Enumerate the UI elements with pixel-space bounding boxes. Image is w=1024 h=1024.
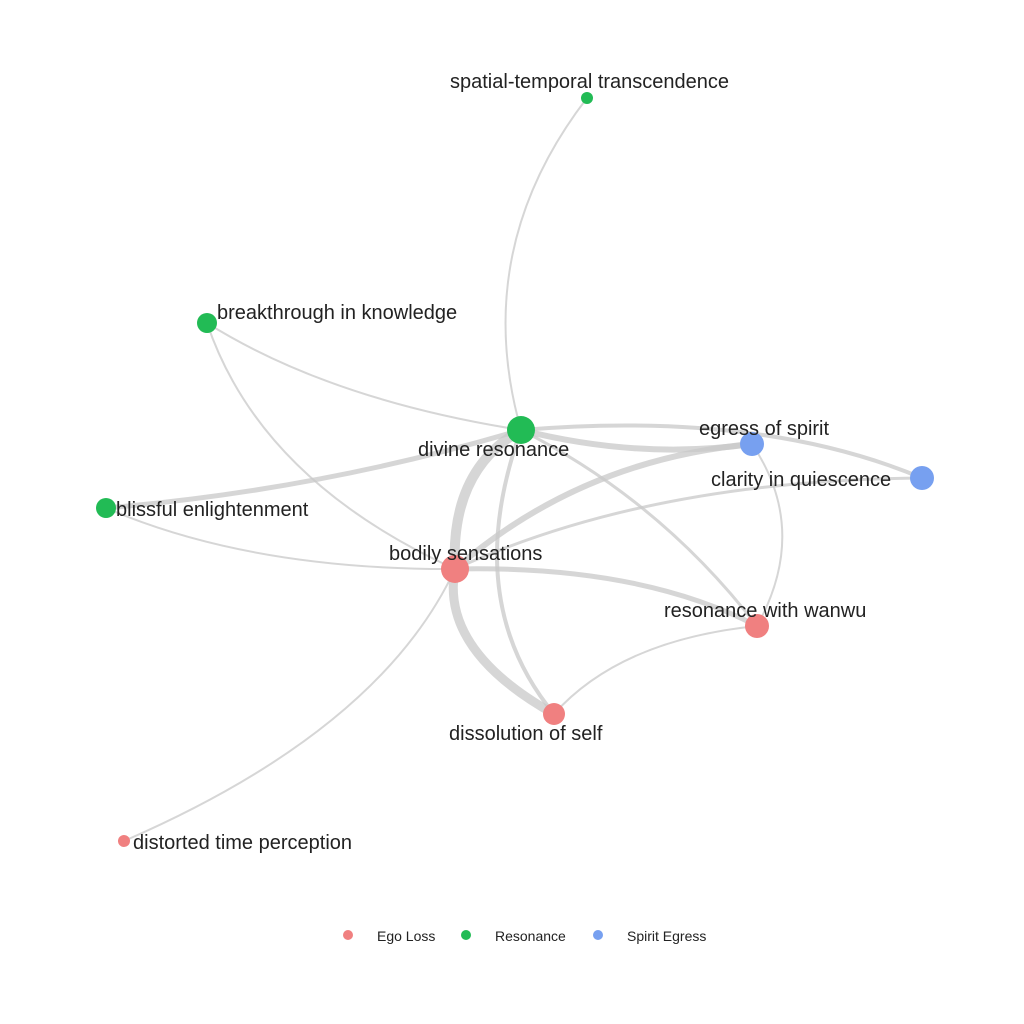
- node-label-resonance-with-wanwu: resonance with wanwu: [664, 600, 866, 622]
- edge-egress-of-spirit-to-resonance-with-wanwu: [751, 443, 784, 627]
- node-breakthrough-in-knowledge: [197, 313, 217, 333]
- node-distorted-time-perception: [118, 835, 130, 847]
- node-label-dissolution-of-self: dissolution of self: [449, 723, 603, 745]
- legend-swatch-resonance: [461, 930, 471, 940]
- edge-bodily-sensations-to-resonance-with-wanwu: [452, 566, 760, 629]
- legend-swatch-ego-loss: [343, 930, 353, 940]
- edge-divine-resonance-to-bodily-sensations: [449, 425, 526, 574]
- edge-divine-resonance-to-clarity-in-quiescence: [519, 423, 924, 480]
- legend-label-resonance: Resonance: [495, 928, 566, 944]
- node-label-spatial-temporal-transcendence: spatial-temporal transcendence: [450, 71, 729, 93]
- node-label-breakthrough-in-knowledge: breakthrough in knowledge: [217, 302, 457, 324]
- labels-layer: spatial-temporal transcendence breakthrou…: [116, 71, 891, 854]
- node-blissful-enlightenment: [96, 498, 116, 518]
- legend-swatch-spirit-egress: [593, 930, 603, 940]
- edge-blissful-enlightenment-to-bodily-sensations: [105, 507, 456, 571]
- node-label-egress-of-spirit: egress of spirit: [699, 418, 829, 440]
- edge-spatial-temporal-transcendence-to-divine-resonance: [504, 97, 588, 431]
- nodes-layer: [96, 92, 934, 847]
- edge-breakthrough-in-knowledge-to-divine-resonance: [206, 322, 522, 431]
- node-resonance-with-wanwu: [745, 614, 769, 638]
- node-label-blissful-enlightenment: blissful enlightenment: [116, 499, 309, 521]
- edge-bodily-sensations-to-distorted-time-perception: [123, 568, 456, 842]
- node-label-divine-resonance: divine resonance: [418, 439, 569, 461]
- edges-layer: [103, 97, 924, 842]
- node-label-distorted-time-perception: distorted time perception: [133, 832, 352, 854]
- edge-divine-resonance-to-dissolution-of-self: [494, 428, 556, 716]
- edge-egress-of-spirit-to-bodily-sensations: [452, 441, 755, 572]
- edge-bodily-sensations-to-dissolution-of-self: [448, 564, 559, 719]
- legend-label-spirit-egress: Spirit Egress: [627, 928, 706, 944]
- node-spatial-temporal-transcendence: [581, 92, 593, 104]
- edge-resonance-with-wanwu-to-dissolution-of-self: [553, 625, 758, 715]
- node-clarity-in-quiescence: [910, 466, 934, 490]
- edge-divine-resonance-to-blissful-enlightenment: [103, 427, 524, 511]
- edge-breakthrough-in-knowledge-to-bodily-sensations: [206, 322, 456, 570]
- node-divine-resonance: [507, 416, 535, 444]
- legend: Ego Loss Resonance Spirit Egress: [343, 928, 706, 944]
- node-dissolution-of-self: [543, 703, 565, 725]
- node-bodily-sensations: [441, 555, 469, 583]
- legend-label-ego-loss: Ego Loss: [377, 928, 435, 944]
- edge-divine-resonance-to-resonance-with-wanwu: [519, 428, 759, 628]
- edge-clarity-in-quiescence-to-bodily-sensations: [453, 476, 924, 571]
- node-label-clarity-in-quiescence: clarity in quiescence: [711, 469, 891, 491]
- node-egress-of-spirit: [740, 432, 764, 456]
- node-label-bodily-sensations: bodily sensations: [389, 543, 542, 565]
